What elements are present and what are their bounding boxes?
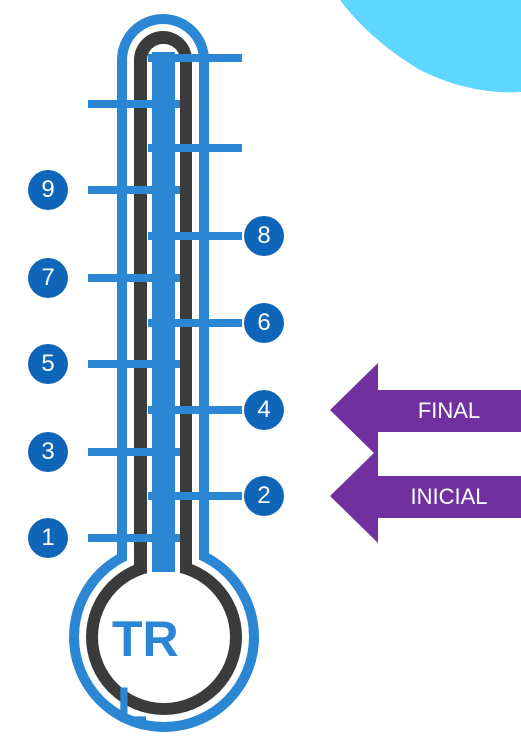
mercury-column [152, 52, 175, 572]
level-3: 3 [28, 432, 68, 472]
level-2: 2 [244, 476, 284, 516]
initial-arrow [330, 449, 521, 543]
sky-blob [340, 0, 521, 93]
final-label: FINAL [417, 398, 481, 423]
scale-ticks [88, 54, 242, 542]
level-1: 1 [28, 518, 68, 558]
level-8: 8 [244, 216, 284, 256]
level-7: 7 [28, 258, 68, 298]
level-9: 9 [28, 170, 68, 210]
level-6: 6 [244, 303, 284, 343]
level-4: 4 [244, 390, 284, 430]
final-arrow [330, 363, 521, 457]
initial-label: INICIAL [410, 484, 488, 509]
bulb-label-top: TR [112, 611, 179, 667]
bulb-label-bottom: L [117, 677, 148, 733]
level-5: 5 [28, 344, 68, 384]
